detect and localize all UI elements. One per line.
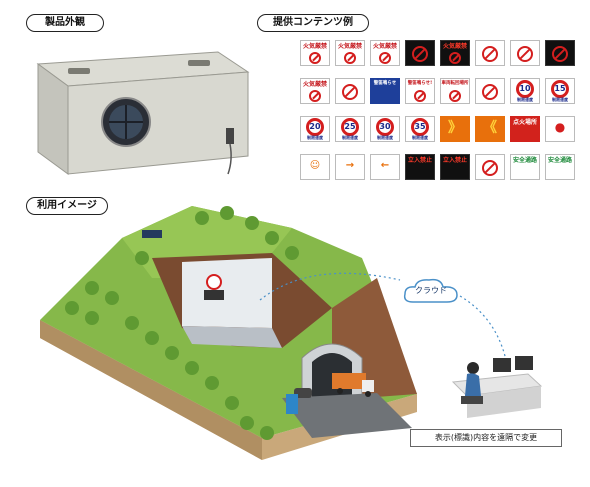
sign-label: 火気厳禁	[337, 43, 362, 50]
sign-sub-label: 制限速度	[307, 135, 323, 140]
sign-r1-5: 火気厳禁	[440, 40, 470, 66]
prohibition-icon	[379, 52, 391, 64]
cloud-label: クラウド	[415, 286, 447, 295]
speed-limit-icon: 15	[551, 80, 569, 98]
prohibition-icon	[482, 46, 498, 62]
remote-operator-image	[451, 356, 543, 418]
usage-image-label: 利用イメージ	[26, 197, 108, 215]
sign-r4-6	[475, 154, 505, 180]
sign-label: 火気厳禁	[372, 43, 397, 50]
sign-label: 車両転回場所	[441, 81, 469, 86]
speed-limit-icon: 10	[516, 80, 534, 98]
prohibition-icon	[482, 160, 498, 176]
sign-r3-6: 《	[475, 116, 505, 142]
sign-label: 点火場所	[512, 119, 537, 126]
sign-label: 警笛鳴らせ	[373, 81, 397, 86]
arrow-right-icon: →	[345, 160, 355, 171]
prohibition-icon	[309, 52, 321, 64]
sign-r2-3: 警笛鳴らせ	[370, 78, 400, 104]
sign-r1-8	[545, 40, 575, 66]
prohibition-icon	[342, 84, 358, 100]
sign-r2-6	[475, 78, 505, 104]
chevron-right-icon: 》	[448, 120, 462, 136]
sign-r4-3: ←	[370, 154, 400, 180]
sign-r1-7	[510, 40, 540, 66]
sign-r1-3: 火気厳禁	[370, 40, 400, 66]
sign-label: 火気厳禁	[442, 43, 467, 50]
sign-r1-4	[405, 40, 435, 66]
sign-r1-2: 火気厳禁	[335, 40, 365, 66]
cloud-icon	[403, 278, 458, 303]
sign-label: 安全通路	[547, 157, 572, 164]
sign-sub-label: 制限速度	[412, 135, 428, 140]
chevron-left-icon: 《	[483, 120, 497, 136]
speed-limit-icon: 30	[376, 118, 394, 136]
tunnel-usage-scene	[40, 206, 417, 460]
sign-label: 安全通路	[512, 157, 537, 164]
product-enclosure-image	[36, 51, 250, 175]
sign-r4-5: 立入禁止	[440, 154, 470, 180]
sign-r1-6	[475, 40, 505, 66]
sign-r4-4: 立入禁止	[405, 154, 435, 180]
sign-label: 立入禁止	[442, 157, 467, 164]
prohibition-icon	[552, 46, 568, 62]
sign-r2-5: 車両転回場所	[440, 78, 470, 104]
sign-label: 火気厳禁	[302, 43, 327, 50]
prohibition-icon	[309, 90, 321, 102]
sign-sub-label: 制限速度	[552, 97, 568, 102]
remote-change-caption: 表示(標識)内容を遠隔で変更	[410, 429, 562, 447]
sign-r2-2	[335, 78, 365, 104]
sign-r4-2: →	[335, 154, 365, 180]
sign-r1-1: 火気厳禁	[300, 40, 330, 66]
prohibition-icon	[449, 90, 461, 102]
sign-r3-8: ●	[545, 116, 575, 142]
arrow-left-icon: ←	[380, 160, 390, 171]
sign-sub-label: 制限速度	[377, 135, 393, 140]
prohibition-icon	[449, 52, 461, 64]
sign-label: 警笛鳴らせ!	[407, 81, 433, 86]
prohibition-icon	[482, 84, 498, 100]
speed-limit-icon: 25	[341, 118, 359, 136]
sign-r2-4: 警笛鳴らせ!	[405, 78, 435, 104]
sign-r3-5: 》	[440, 116, 470, 142]
warning-icon: ●	[554, 120, 566, 134]
speed-limit-icon: 20	[306, 118, 324, 136]
character-icon: ☺	[309, 160, 321, 171]
sign-r4-1: ☺	[300, 154, 330, 180]
prohibition-icon	[344, 52, 356, 64]
sign-r4-7: 安全通路	[510, 154, 540, 180]
product-appearance-label: 製品外観	[26, 14, 104, 32]
sign-r3-7: 点火場所	[510, 116, 540, 142]
prohibition-icon	[412, 46, 428, 62]
prohibition-icon	[517, 46, 533, 62]
sign-label: 火気厳禁	[302, 81, 327, 88]
sign-label: 立入禁止	[407, 157, 432, 164]
sign-sub-label: 制限速度	[517, 97, 533, 102]
content-examples-label: 提供コンテンツ例	[257, 14, 369, 32]
sign-r4-8: 安全通路	[545, 154, 575, 180]
speed-limit-icon: 35	[411, 118, 429, 136]
sign-sub-label: 制限速度	[342, 135, 358, 140]
prohibition-icon	[414, 90, 426, 102]
sign-r2-1: 火気厳禁	[300, 78, 330, 104]
